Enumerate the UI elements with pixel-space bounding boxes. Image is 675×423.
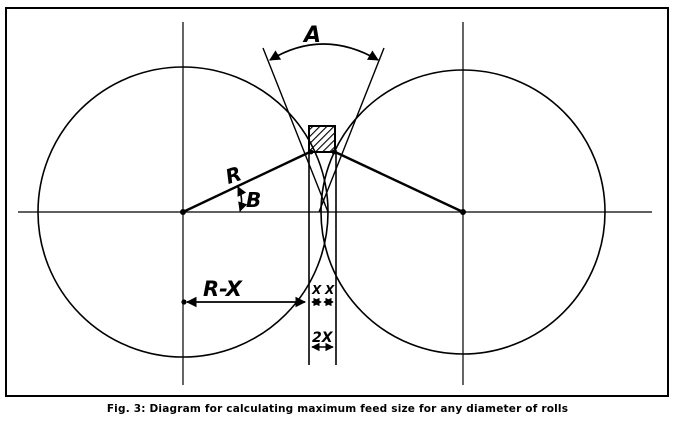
- nip-tangent-right: [318, 47, 385, 213]
- left-contact-point: [308, 149, 314, 155]
- figure-frame: [5, 7, 669, 397]
- radius-line-left: [182, 149, 313, 214]
- roll-crusher-diagram: A R B R-X X X 2X: [5, 7, 669, 397]
- angle-b-label: B: [246, 188, 261, 212]
- half-gap-right-label: X: [324, 283, 335, 297]
- r-minus-x-start-dot: [181, 299, 187, 305]
- angle-a-arc: [269, 43, 379, 61]
- right-roll: [320, 69, 606, 355]
- r-minus-x-label: R-X: [203, 277, 244, 301]
- feed-particle: [308, 125, 336, 153]
- radius-label: R: [222, 161, 244, 189]
- nip-tangent-left: [262, 47, 329, 213]
- gap-label: 2X: [312, 330, 334, 346]
- right-contact-point: [331, 149, 337, 155]
- radius-line-right: [332, 149, 464, 214]
- angle-b-arc: [237, 186, 248, 212]
- figure-caption: Fig. 3: Diagram for calculating maximum …: [106, 403, 569, 415]
- angle-a-label: A: [302, 23, 321, 48]
- half-gap-left-label: X: [311, 283, 322, 297]
